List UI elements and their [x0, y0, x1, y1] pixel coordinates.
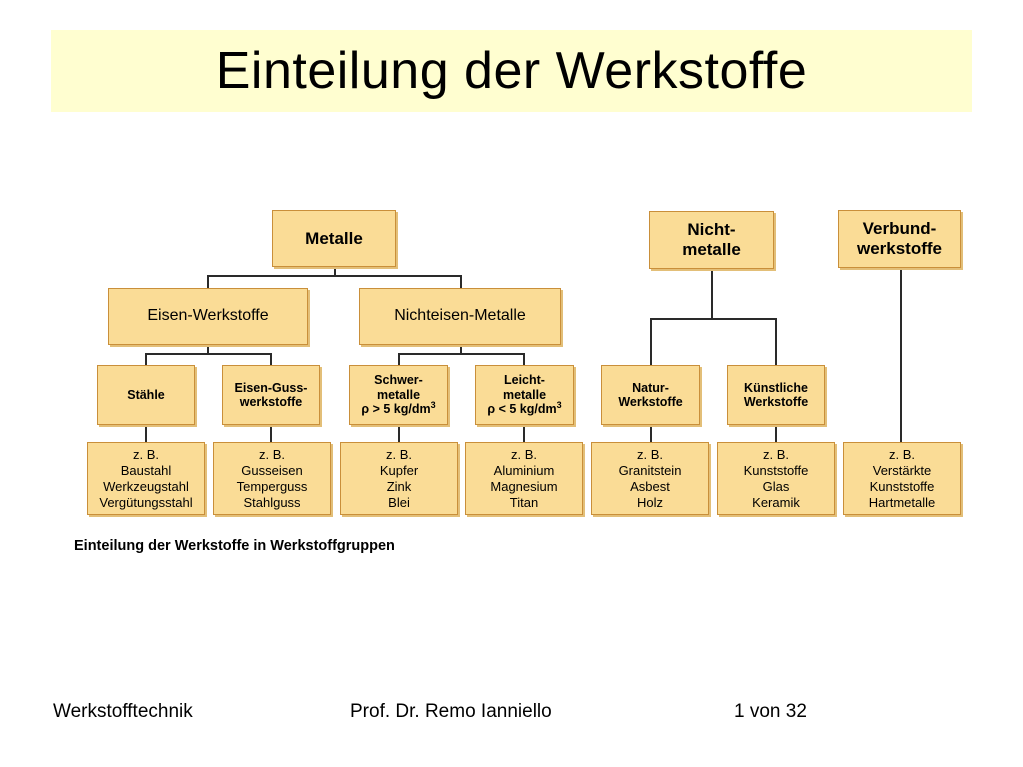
connector: [650, 318, 652, 365]
connector: [207, 275, 209, 288]
connector: [650, 318, 776, 320]
connector: [145, 353, 147, 365]
box-staehle: Stähle: [97, 365, 195, 425]
box-examples-naturwerkstoffe: z. B. Granitstein Asbest Holz: [591, 442, 709, 515]
connector: [145, 425, 147, 442]
figure-caption: Einteilung der Werkstoffe in Werkstoffgr…: [74, 538, 395, 554]
box-nichtmetalle: Nicht- metalle: [649, 211, 774, 269]
connector: [523, 425, 525, 442]
connector: [775, 425, 777, 442]
box-metalle: Metalle: [272, 210, 396, 267]
connector: [523, 353, 525, 365]
box-examples-verbund: z. B. Verstärkte Kunststoffe Hartmetalle: [843, 442, 961, 515]
box-examples-schwermetalle: z. B. Kupfer Zink Blei: [340, 442, 458, 515]
connector: [270, 425, 272, 442]
connector: [775, 318, 777, 365]
footer-page-number: 1 von 32: [734, 701, 807, 722]
box-schwermetalle: Schwer- metalle ρ > 5 kg/dm3: [349, 365, 448, 425]
box-leichtmetalle: Leicht- metalle ρ < 5 kg/dm3: [475, 365, 574, 425]
connector: [460, 275, 462, 288]
connector: [270, 353, 272, 365]
connector: [334, 266, 336, 276]
box-examples-eisenguss: z. B. Gusseisen Temperguss Stahlguss: [213, 442, 331, 515]
connector: [711, 269, 713, 319]
footer-center: Prof. Dr. Remo Ianniello: [350, 701, 552, 722]
connector: [207, 275, 461, 277]
connector: [398, 425, 400, 442]
title-band: Einteilung der Werkstoffe: [51, 30, 972, 112]
connector: [900, 268, 902, 442]
slide-title: Einteilung der Werkstoffe: [215, 42, 808, 100]
box-examples-kuenstliche: z. B. Kunststoffe Glas Keramik: [717, 442, 835, 515]
box-nichteisen-metalle: Nichteisen-Metalle: [359, 288, 561, 345]
box-eisen-guss: Eisen-Guss- werkstoffe: [222, 365, 320, 425]
connector: [460, 345, 462, 354]
connector: [207, 345, 209, 354]
box-naturwerkstoffe: Natur- Werkstoffe: [601, 365, 700, 425]
box-kuenstliche-werkstoffe: Künstliche Werkstoffe: [727, 365, 825, 425]
box-eisen-werkstoffe: Eisen-Werkstoffe: [108, 288, 308, 345]
box-examples-leichtmetalle: z. B. Aluminium Magnesium Titan: [465, 442, 583, 515]
box-examples-staehle: z. B. Baustahl Werkzeugstahl Vergütungss…: [87, 442, 205, 515]
connector: [650, 425, 652, 442]
box-verbundwerkstoffe: Verbund- werkstoffe: [838, 210, 961, 268]
connector: [398, 353, 400, 365]
footer-left: Werkstofftechnik: [53, 701, 193, 722]
connector: [145, 353, 271, 355]
connector: [398, 353, 524, 355]
